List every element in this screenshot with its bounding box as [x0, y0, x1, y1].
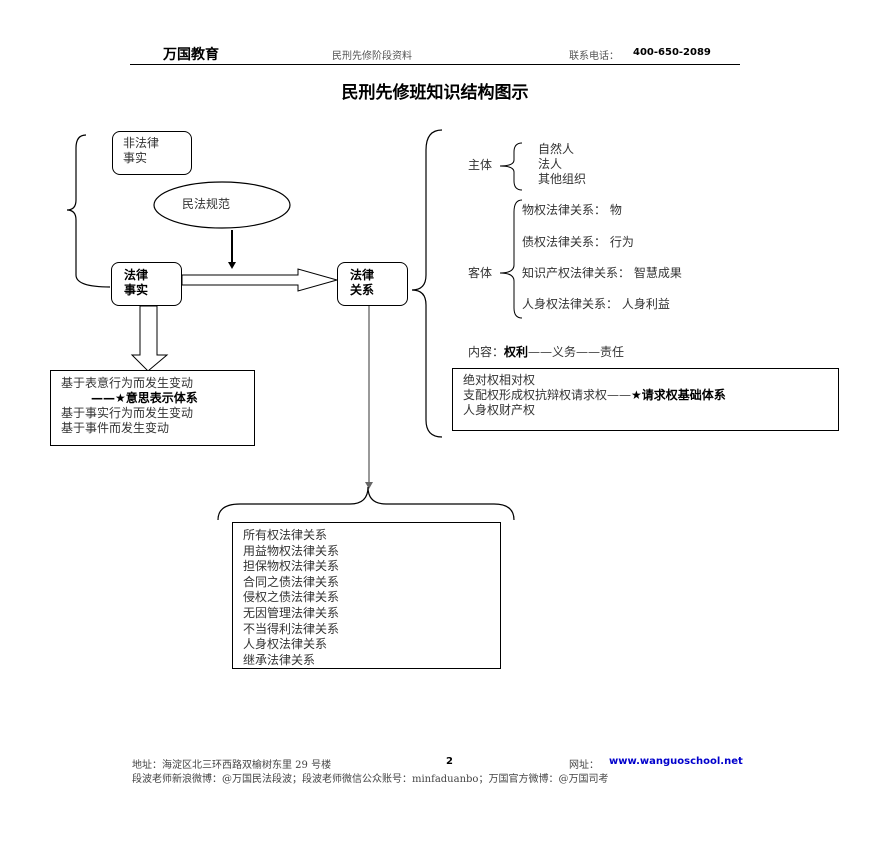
footer-address: 地址：海淀区北三环西路双榆树东里 29 号楼 [132, 760, 332, 771]
rights-line: 支配权形成权抗辩权请求权——★请求权基础体系 [463, 388, 828, 403]
claim-basis-system: ★请求权基础体系 [631, 388, 726, 402]
rights-line: 绝对权相对权 [463, 373, 536, 387]
relation-item: 无因管理法律关系 [243, 605, 340, 620]
object-item: 物权法律关系： 物 [522, 203, 622, 217]
non-legal-fact-line: 非法律 [123, 136, 160, 150]
content-rights: 权利 [504, 345, 529, 359]
right-brace [411, 129, 443, 438]
object-item: 人身权法律关系： 人身利益 [522, 297, 670, 311]
content-line: 内容：权利——义务——责任 [468, 345, 624, 360]
footer-social: 段波老师新浪微博：@万国民法段波；段波老师微信公众账号：minfaduanbo；… [132, 774, 609, 785]
relations-box: 所有权法律关系 用益物权法律关系 担保物权法律关系 合同之债法律关系 侵权之债法… [232, 522, 501, 669]
header-subtitle: 民刑先修阶段资料 [332, 51, 412, 62]
relation-item: 继承法律关系 [243, 652, 316, 667]
non-legal-fact-line: 事实 [123, 151, 148, 165]
gray-arrowhead [365, 482, 373, 489]
page-title: 民刑先修班知识结构图示 [341, 83, 529, 103]
legal-relation-box: 法律 关系 [337, 262, 408, 306]
bottom-brace [217, 486, 515, 521]
page-number: 2 [446, 756, 453, 767]
subject-label: 主体 [468, 158, 493, 172]
object-item: 知识产权法律关系： 智慧成果 [522, 266, 682, 280]
change-item: 基于事实行为而发生变动 [61, 406, 194, 420]
legal-relation-line: 关系 [350, 283, 375, 297]
site-link[interactable]: www.wanguoschool.net [609, 756, 743, 767]
relation-item: 侵权之债法律关系 [243, 590, 340, 605]
civil-norm-label: 民法规范 [182, 197, 231, 211]
change-item: 基于事件而发生变动 [61, 421, 170, 435]
relation-item: 用益物权法律关系 [243, 543, 340, 558]
object-brace [499, 199, 523, 319]
content-label: 内容： [468, 345, 505, 359]
content-rest: ——义务——责任 [528, 345, 625, 359]
legal-fact-line: 法律 [124, 268, 149, 282]
header-rule [130, 64, 740, 65]
left-brace [66, 134, 111, 288]
hollow-arrow-right [181, 268, 339, 292]
site-label: 网址： [569, 760, 599, 771]
object-label: 客体 [468, 266, 493, 280]
subject-item: 法人 [538, 157, 563, 171]
legal-fact-box: 法律 事实 [111, 262, 182, 306]
change-item: ——★意思表示体系 [91, 391, 198, 405]
non-legal-fact-box: 非法律 事实 [112, 131, 192, 175]
norm-arrowhead [228, 262, 236, 269]
civil-norm-ellipse [153, 181, 291, 229]
object-item: 债权法律关系： 行为 [522, 235, 634, 249]
subject-brace [499, 142, 523, 191]
rights-line: 人身权财产权 [463, 403, 536, 417]
legal-fact-line: 事实 [124, 283, 149, 297]
relation-item: 合同之债法律关系 [243, 574, 340, 589]
subject-item: 其他组织 [538, 172, 587, 186]
legal-relation-line: 法律 [350, 268, 375, 282]
relation-item: 不当得利法律关系 [243, 621, 340, 636]
change-item: 基于表意行为而发生变动 [61, 376, 194, 390]
hollow-arrow-down [130, 305, 169, 372]
relation-item: 人身权法律关系 [243, 637, 328, 652]
brand: 万国教育 [163, 47, 219, 63]
change-box: 基于表意行为而发生变动 ——★意思表示体系 基于事实行为而发生变动 基于事件而发… [50, 370, 255, 446]
phone-label: 联系电话： [569, 51, 619, 62]
relation-item: 所有权法律关系 [243, 528, 328, 542]
phone: 400-650-2089 [633, 47, 711, 58]
rights-box: 绝对权相对权 支配权形成权抗辩权请求权——★请求权基础体系 人身权财产权 [452, 368, 839, 431]
relation-item: 担保物权法律关系 [243, 559, 340, 574]
subject-item: 自然人 [538, 142, 575, 156]
rights-types: 支配权形成权抗辩权请求权—— [463, 388, 632, 402]
